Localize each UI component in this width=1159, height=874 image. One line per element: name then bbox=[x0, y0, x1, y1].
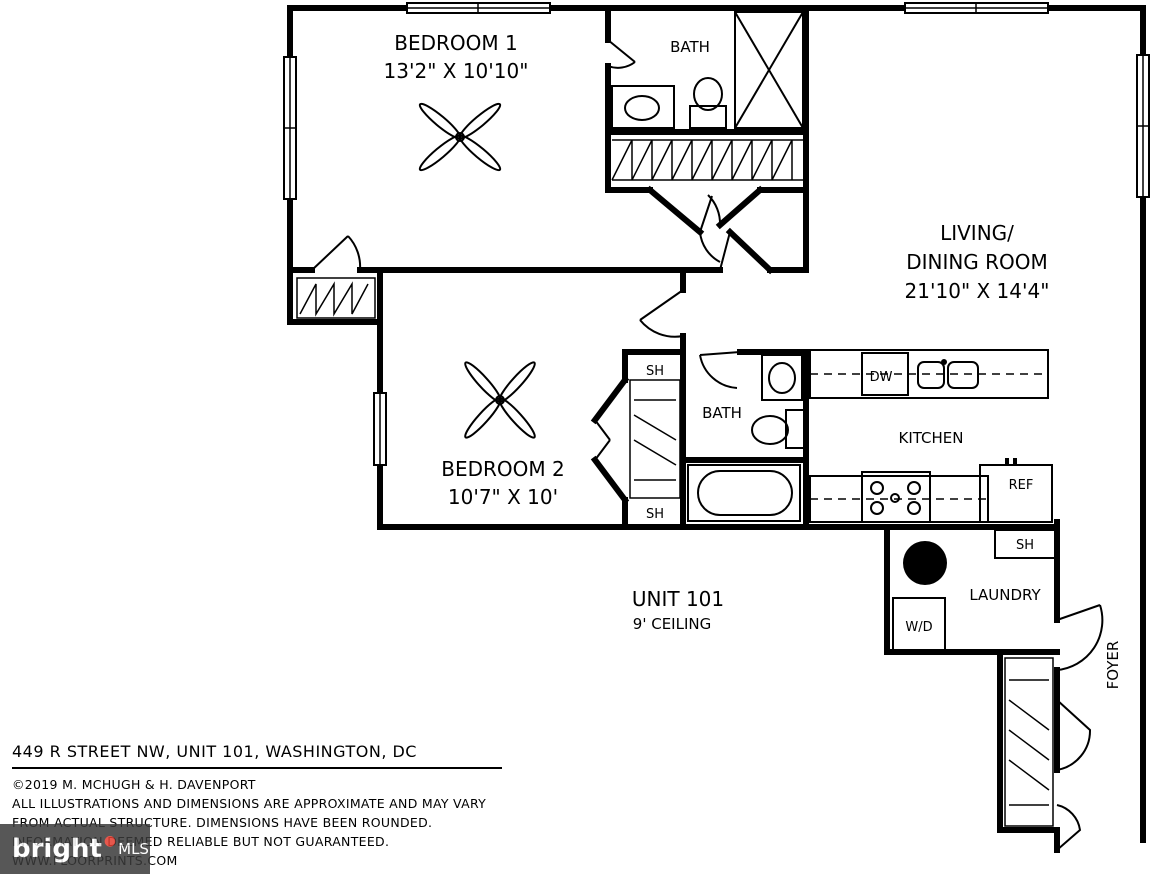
bath1-label: BATH bbox=[670, 38, 710, 56]
bath2-label: BATH bbox=[702, 404, 742, 422]
interior-walls bbox=[287, 5, 1060, 655]
bedroom2-dims: 10'7" X 10' bbox=[448, 485, 558, 509]
living-dims: 21'10" X 14'4" bbox=[905, 279, 1050, 303]
caption-block: 449 R STREET NW, UNIT 101, WASHINGTON, D… bbox=[12, 742, 512, 870]
door-swings bbox=[311, 39, 1104, 851]
ceiling-fan-icon bbox=[418, 102, 502, 172]
laundry-label: LAUNDRY bbox=[969, 586, 1041, 604]
windows bbox=[283, 2, 1150, 466]
bedroom2-label: BEDROOM 2 bbox=[441, 457, 564, 481]
caption-line: ALL ILLUSTRATIONS AND DIMENSIONS ARE APP… bbox=[12, 796, 487, 811]
closets bbox=[296, 139, 1054, 827]
bedroom1-label: BEDROOM 1 bbox=[394, 31, 517, 55]
caption-line: ©2019 M. MCHUGH & H. DAVENPORT bbox=[12, 777, 256, 792]
watermark-brand: bright bbox=[12, 834, 102, 864]
living-label-line2: DINING ROOM bbox=[906, 250, 1048, 274]
bath1-fixtures bbox=[611, 11, 804, 129]
living-label-line1: LIVING/ bbox=[940, 221, 1014, 245]
shelf-label-top: SH bbox=[646, 364, 664, 379]
refrigerator-label: REF bbox=[1009, 478, 1034, 493]
washer-dryer-label: W/D bbox=[905, 620, 932, 635]
unit-label: UNIT 101 bbox=[632, 587, 724, 611]
shelf-label-bottom: SH bbox=[646, 507, 664, 522]
ceiling-fan-icon bbox=[464, 361, 536, 439]
kitchen-label: KITCHEN bbox=[899, 429, 964, 447]
laundry-fixtures bbox=[892, 529, 1056, 651]
shelf-label-laundry: SH bbox=[1016, 538, 1034, 553]
dishwasher-label: DW bbox=[870, 370, 893, 385]
bright-mls-watermark: bright ● MLS bbox=[0, 824, 150, 874]
address-line: 449 R STREET NW, UNIT 101, WASHINGTON, D… bbox=[12, 742, 502, 769]
ceiling-label: 9' CEILING bbox=[633, 615, 711, 633]
bedroom1-dims: 13'2" X 10'10" bbox=[384, 59, 529, 83]
watermark-dot-icon: ● bbox=[103, 833, 117, 849]
watermark-suffix: MLS bbox=[118, 840, 149, 858]
bath2-fixtures bbox=[687, 354, 805, 522]
kitchen-fixtures bbox=[809, 349, 1053, 523]
foyer-label: FOYER bbox=[1104, 641, 1122, 690]
